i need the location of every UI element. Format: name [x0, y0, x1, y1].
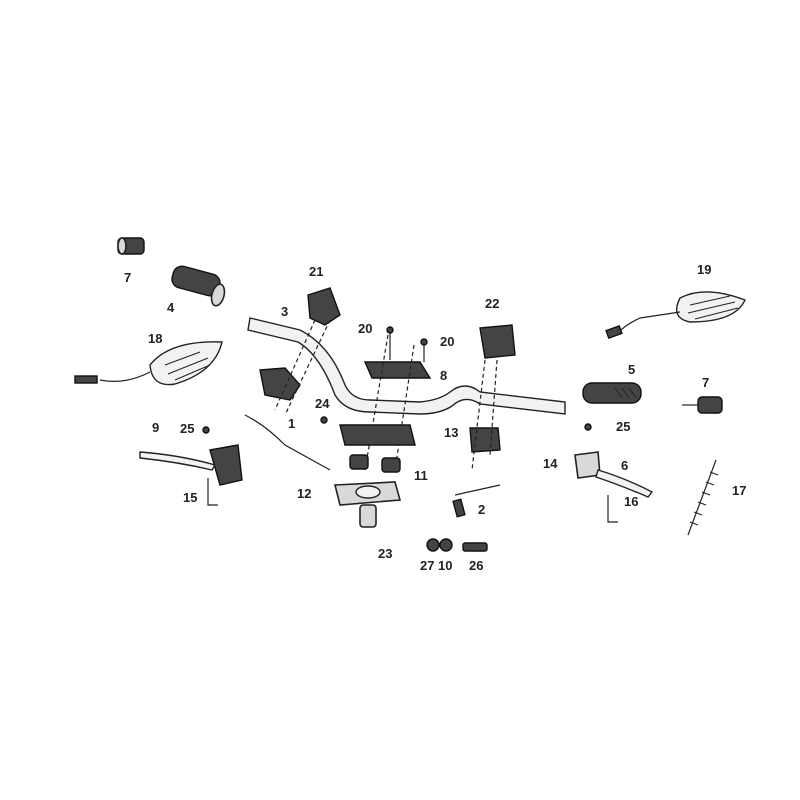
callout-1: 1: [288, 416, 295, 431]
callout-5: 5: [628, 362, 635, 377]
callout-21: 21: [309, 264, 323, 279]
left-mirror: [74, 341, 223, 386]
throttle-cable: [244, 414, 331, 471]
callout-15: 15: [183, 490, 197, 505]
callout-26: 26: [469, 558, 483, 573]
callout-24: 24: [315, 396, 330, 411]
spring: [687, 459, 719, 536]
bar-end-left: [117, 237, 145, 255]
callout-23: 23: [378, 546, 392, 561]
upper-clamp: [363, 334, 432, 471]
callout-11: 11: [414, 468, 428, 483]
callout-16: 16: [624, 494, 638, 509]
left-lever: [139, 444, 243, 506]
callout-8: 8: [440, 368, 447, 383]
callout-12: 12: [297, 486, 311, 501]
callout-17: 17: [732, 483, 746, 498]
mount-plate: [333, 481, 402, 528]
bar-end-right: [682, 396, 723, 414]
callout-20-left: 20: [358, 321, 372, 336]
left-grip: [171, 265, 226, 307]
callout-25-right: 25: [616, 419, 630, 434]
callout-2: 2: [478, 502, 485, 517]
callout-25-left: 25: [180, 421, 194, 436]
right-grip: [582, 382, 642, 404]
lower-clamp: [339, 424, 416, 473]
callout-22: 22: [485, 296, 499, 311]
callout-13: 13: [444, 425, 458, 440]
callout-4: 4: [167, 300, 175, 315]
bolts: [202, 326, 592, 552]
callout-7-right: 7: [702, 375, 709, 390]
left-switch-housing: [259, 287, 341, 416]
right-lever: [574, 451, 654, 523]
callout-20-right: 20: [440, 334, 454, 349]
callout-10: 10: [438, 558, 452, 573]
callout-9: 9: [152, 420, 159, 435]
right-mirror: [605, 291, 746, 340]
handlebar: [247, 317, 566, 415]
callout-19: 19: [697, 262, 711, 277]
right-throttle-housing: [469, 324, 516, 471]
callout-18: 18: [148, 331, 162, 346]
callout-6: 6: [621, 458, 628, 473]
brake-switch: [452, 484, 501, 518]
callout-3: 3: [281, 304, 288, 319]
callout-27: 27: [420, 558, 434, 573]
callout-14: 14: [543, 456, 558, 471]
callout-7-left: 7: [124, 270, 131, 285]
